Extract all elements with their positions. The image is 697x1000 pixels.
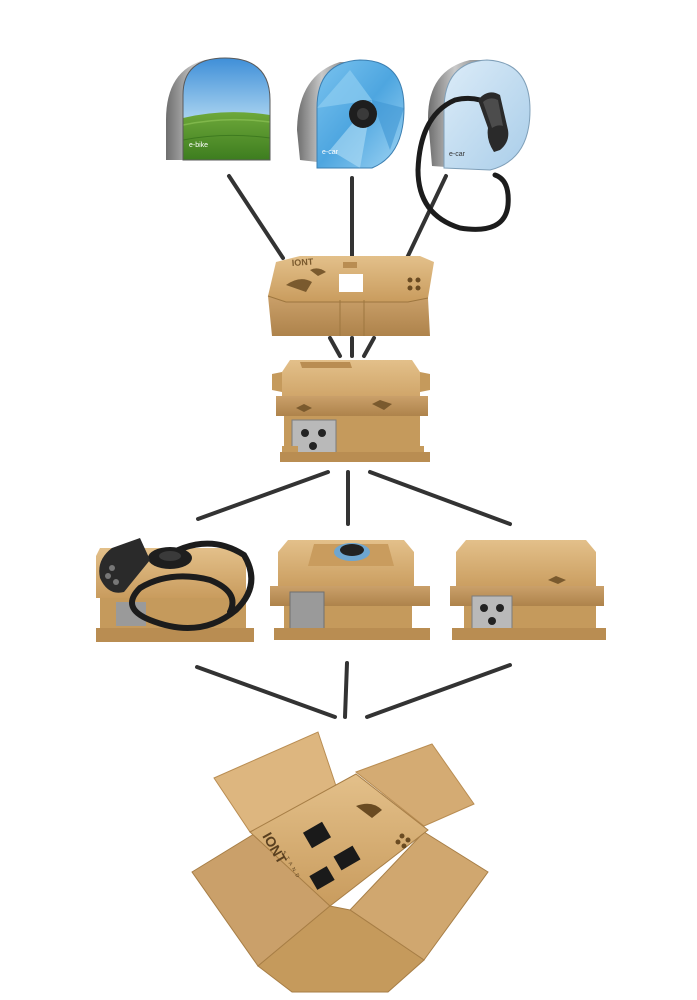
connector-box-to-right [368, 470, 512, 526]
connector-lid-to-box-right [362, 336, 376, 358]
charging-cable [415, 95, 511, 232]
lid-brand: IONT [291, 256, 314, 268]
box-stainless-plate [450, 540, 606, 640]
inner-lid-cutout-2 [333, 845, 361, 871]
coiled-cable [129, 540, 255, 631]
box-with-cable [96, 538, 255, 642]
box-with-socket [270, 540, 430, 640]
connector-lid-to-box-left [328, 336, 342, 358]
ecar-label: e-car [322, 149, 339, 156]
inner-lid-cutout-3 [309, 866, 335, 890]
connector-left-to-carton [195, 665, 337, 719]
connector-carcable-to-lid [405, 174, 448, 260]
inner-lid-cutout-1 [302, 821, 332, 849]
ecar-charger: e-car [297, 59, 405, 169]
ebike-label: e-bike [189, 142, 208, 149]
assembled-box [272, 360, 430, 462]
socket-icon-top [340, 544, 364, 556]
connector-bike-to-lid [227, 174, 285, 260]
open-shipping-carton: IONT S T A N D [191, 731, 489, 993]
connector-lines [195, 174, 512, 719]
connector-center-to-carton [343, 661, 349, 719]
lid-cutout [339, 274, 363, 292]
ecar-cable-label: e-car [449, 151, 466, 158]
cardboard-lid: IONT [267, 256, 434, 336]
ebike-charger: e-bike [166, 57, 271, 161]
ecar-cable-charger: e-car [415, 59, 531, 232]
connector-box-to-left [196, 470, 330, 521]
type2-plug-icon [99, 538, 150, 593]
connector-right-to-carton [365, 663, 512, 719]
